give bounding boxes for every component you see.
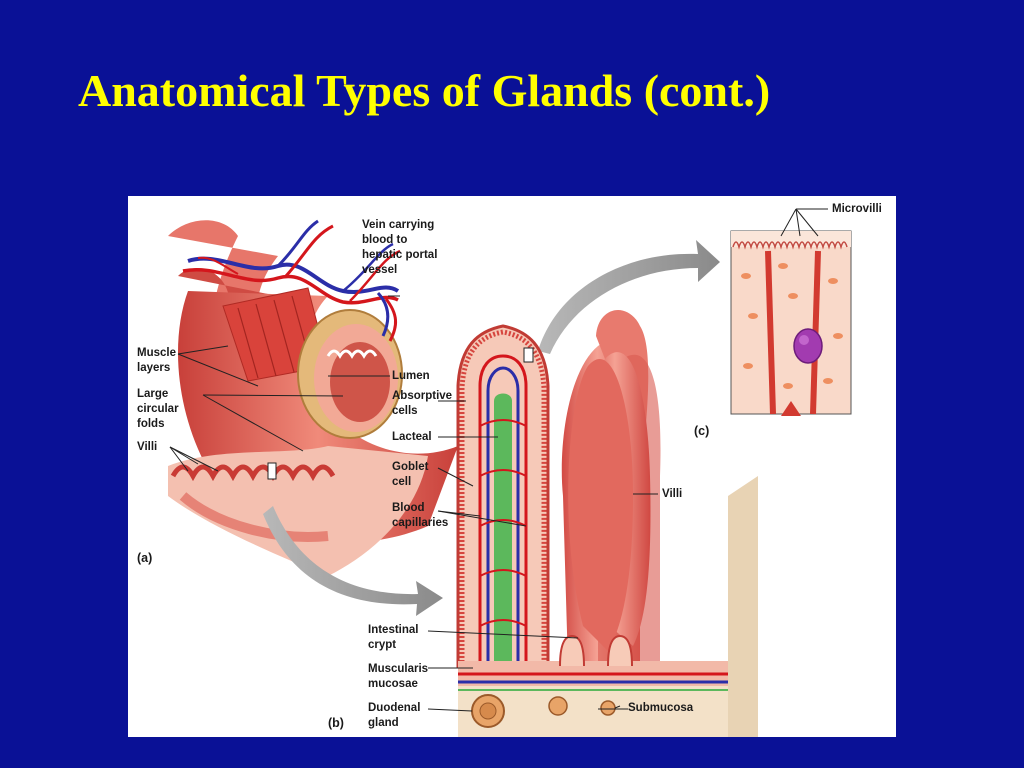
villus-panel-b (456, 309, 758, 737)
panel-label-a: (a) (137, 551, 153, 565)
label-vein: Vein carrying blood to hepatic portal ve… (362, 219, 438, 276)
intestine-panel-a (168, 219, 458, 576)
label-blood-capillaries: Blood capillaries (392, 502, 449, 529)
label-goblet-cell: Goblet cell (392, 461, 429, 488)
label-large-circular-folds: Large circular folds (137, 388, 179, 430)
label-intestinal-crypt: Intestinal crypt (368, 624, 419, 651)
label-villi-b: Villi (662, 488, 683, 500)
label-lacteal: Lacteal (392, 431, 432, 443)
label-villi-a: Villi (137, 441, 158, 453)
label-muscle-layers: Muscle layers (137, 347, 176, 374)
panel-label-b: (b) (328, 716, 344, 730)
slide-title: Anatomical Types of Glands (cont.) (78, 65, 771, 116)
microvilli-panel-c (730, 230, 852, 416)
arrow-a-to-b (263, 506, 443, 616)
figure-illustration (168, 208, 852, 737)
label-duodenal-gland: Duodenal gland (368, 702, 421, 729)
label-muscularis-mucosae: Muscularis mucosae (368, 663, 429, 690)
anatomy-figure: Vein carrying blood to hepatic portal ve… (128, 196, 896, 737)
label-absorptive-cells: Absorptive cells (392, 390, 453, 417)
label-lumen: Lumen (392, 370, 430, 382)
arrow-b-to-c (538, 240, 720, 354)
label-microvilli: Microvilli (832, 203, 882, 215)
leader-lines (169, 208, 828, 712)
magnify-box-a (267, 462, 277, 480)
panel-label-c: (c) (694, 424, 710, 438)
label-submucosa: Submucosa (628, 702, 694, 714)
